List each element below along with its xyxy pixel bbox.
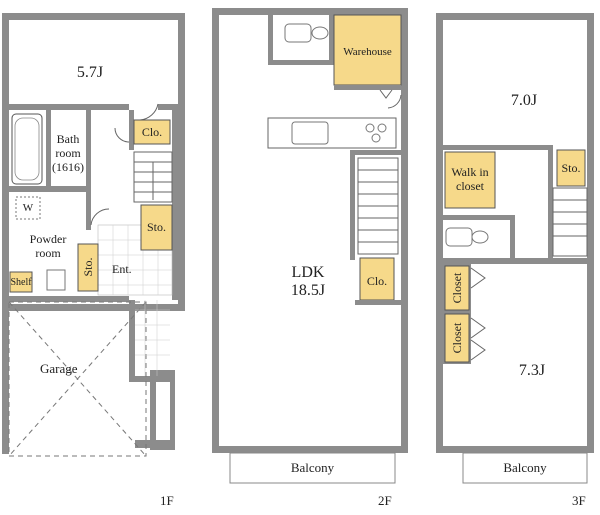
closet-b-box [444, 313, 470, 363]
closet-1f-label: Clo. [141, 125, 163, 139]
balcony-3f-label: Balcony [503, 460, 547, 475]
shelf-box [9, 271, 33, 293]
ldk-label: LDK 18.5J [290, 264, 326, 299]
closet-door-mark [470, 267, 486, 289]
floor-1f-caption: 1F [160, 493, 174, 508]
storage-1f-label: Sto. [146, 220, 166, 234]
closet-b-label: Closet [450, 322, 464, 354]
side-storage-1f-label: Sto. [81, 257, 95, 277]
balcony-2f-label: Balcony [290, 460, 335, 475]
walk-in-closet-label: Walk in closet [451, 165, 489, 193]
floor-2f-toilet [284, 23, 312, 43]
walk-in-closet-box [444, 151, 496, 209]
garage-outline [8, 301, 147, 457]
washer-space [15, 196, 41, 220]
shelf-label: Shelf [10, 277, 32, 288]
closet-a-box [444, 265, 470, 311]
warehouse-box [333, 14, 402, 86]
bath-room-label: Bath room (1616) [52, 132, 84, 174]
floor-1f-storage-box [140, 204, 173, 251]
floor-2f-plan [212, 8, 408, 484]
floor-2f-stairs [357, 157, 399, 255]
floor-3f-balcony [462, 452, 588, 484]
warehouse-label: Warehouse [343, 46, 392, 58]
floor-3f-stairs [552, 187, 588, 257]
kitchen-counter [267, 117, 397, 149]
powder-room-label: Powder room [29, 232, 67, 260]
garage-wall [2, 304, 9, 454]
floor-2f-balcony [229, 452, 396, 484]
powder-sink [46, 269, 66, 291]
garage-label: Garage [40, 361, 78, 376]
floor-3f-storage-box [556, 149, 586, 187]
closet-2f-label: Clo. [366, 274, 388, 288]
floor-1f-partition [9, 104, 129, 110]
floor-1f-side-storage-box [77, 243, 99, 292]
floor-3f-plan [436, 13, 594, 484]
floor-1f-plan [2, 13, 185, 457]
closet-a-label: Closet [450, 272, 464, 304]
floor-1f-closet-box [133, 119, 171, 145]
storage-3f-label: Sto. [561, 161, 581, 175]
floor-1f-stairs [133, 151, 173, 203]
kitchen-sink [291, 121, 329, 145]
bedroom-3f-north-label: 7.0J [510, 92, 538, 109]
floor-3f-caption: 3F [572, 493, 586, 508]
washer-label: W [22, 202, 34, 214]
entrance-label: Ent. [112, 262, 132, 276]
door-mark [379, 89, 393, 99]
bathtub [11, 113, 43, 185]
bedroom-1f-label: 5.7J [76, 64, 104, 81]
floor-2f-caption: 2F [378, 493, 392, 508]
bedroom-3f-south-label: 7.3J [518, 362, 546, 379]
